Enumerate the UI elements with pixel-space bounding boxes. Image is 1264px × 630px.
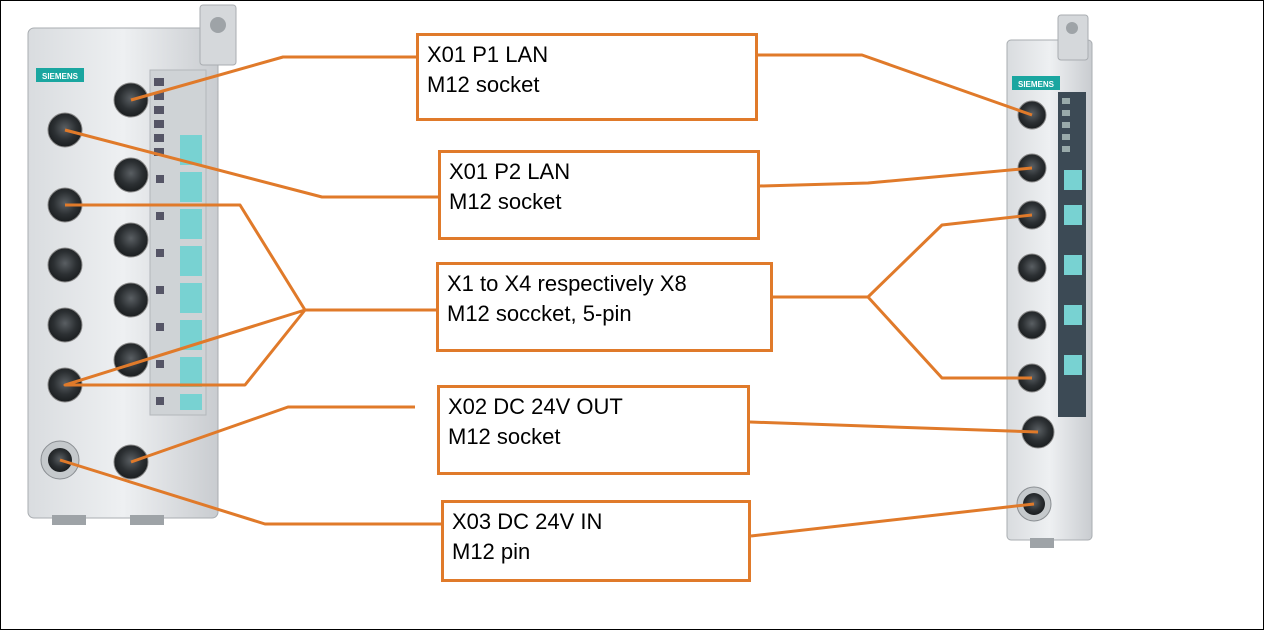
- label-x1-x4-line1: X1 to X4 respectively X8: [447, 271, 687, 296]
- label-x01-p1: X01 P1 LAN M12 socket: [416, 33, 758, 121]
- label-x1-x4-line2: M12 soccket, 5-pin: [447, 301, 632, 326]
- label-x03-line1: X03 DC 24V IN: [452, 509, 603, 534]
- device-left-brand-plate: [36, 68, 84, 82]
- label-x1-x4: X1 to X4 respectively X8 M12 soccket, 5-…: [436, 262, 773, 352]
- label-x02-line1: X02 DC 24V OUT: [448, 394, 623, 419]
- device-right: SIEMENS: [1006, 14, 1093, 548]
- device-right-top-clip: [1057, 14, 1089, 61]
- leader-x1-x4-right-lower: [866, 295, 1032, 380]
- device-left-bottom-clip: [52, 515, 86, 525]
- label-x01-p1-line1: X01 P1 LAN: [427, 42, 549, 67]
- device-right-leds: [1062, 98, 1082, 375]
- label-x03: X03 DC 24V IN M12 pin: [441, 500, 751, 582]
- leader-x01-p1-right: [758, 53, 1033, 117]
- leader-x03-left: [59, 458, 441, 526]
- label-x02-line2: M12 socket: [448, 424, 561, 449]
- callout-lines: [59, 53, 1039, 538]
- leader-x1-x4-left: [63, 203, 436, 387]
- device-right-brand-plate: [1012, 76, 1060, 90]
- leader-x03-right: [750, 502, 1035, 538]
- device-left: SIEMENS: [27, 4, 237, 525]
- device-left-top-clip: [199, 4, 237, 66]
- device-left-leds: [154, 78, 202, 410]
- device-right-brand: SIEMENS: [1018, 80, 1055, 89]
- leader-x02-right: [749, 420, 1039, 434]
- label-x01-p2: X01 P2 LAN M12 socket: [438, 150, 760, 240]
- device-left-brand: SIEMENS: [42, 72, 79, 81]
- leader-x01-p1-left: [130, 55, 416, 102]
- label-x03-line2: M12 pin: [452, 539, 531, 564]
- leader-x1-x4-right: [773, 213, 1033, 299]
- label-x01-p2-line2: M12 socket: [449, 189, 562, 214]
- leader-x01-p2-left: [64, 128, 438, 199]
- leader-x01-p2-right: [759, 166, 1033, 188]
- label-x01-p1-line2: M12 socket: [427, 72, 540, 97]
- label-x01-p2-line1: X01 P2 LAN: [449, 159, 571, 184]
- leader-x02-left: [130, 405, 415, 464]
- device-left-ports: [40, 82, 149, 480]
- label-x02: X02 DC 24V OUT M12 socket: [437, 385, 750, 475]
